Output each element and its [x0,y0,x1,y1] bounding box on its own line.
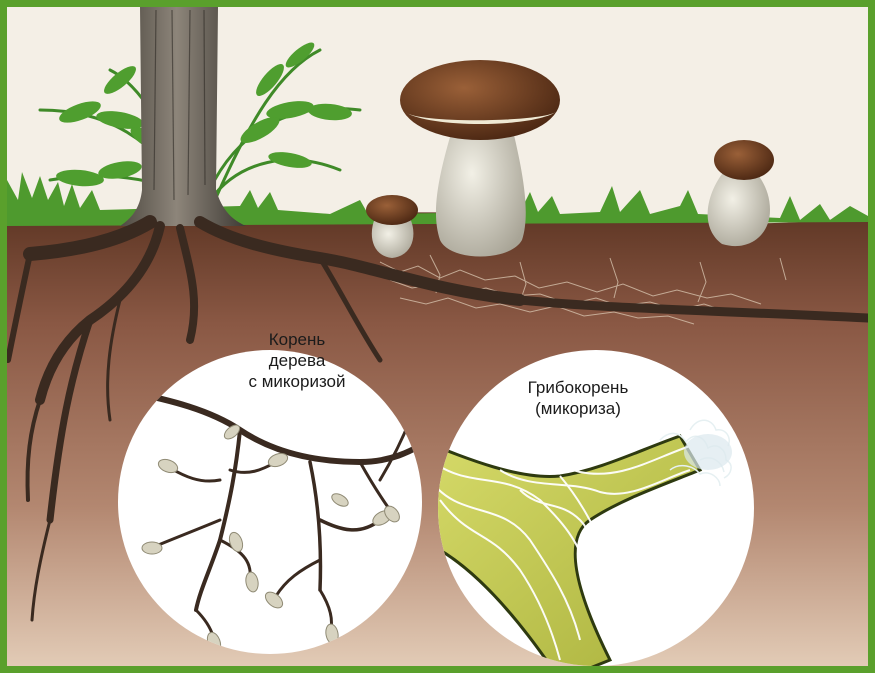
label-root-line-2: дерева [222,350,372,371]
label-root-line-1: Корень [222,329,372,350]
mycorrhiza-illustration [7,7,868,666]
label-root-with-mycorrhiza: Корень дерева с микоризой [222,329,372,392]
label-myc-line-1: Грибокорень [493,377,663,398]
small-mushroom-right-icon [708,140,774,246]
label-myc-line-2: (микориза) [493,398,663,419]
label-root-line-3: с микоризой [222,371,372,392]
label-mycorrhiza: Грибокорень (микориза) [493,377,663,419]
